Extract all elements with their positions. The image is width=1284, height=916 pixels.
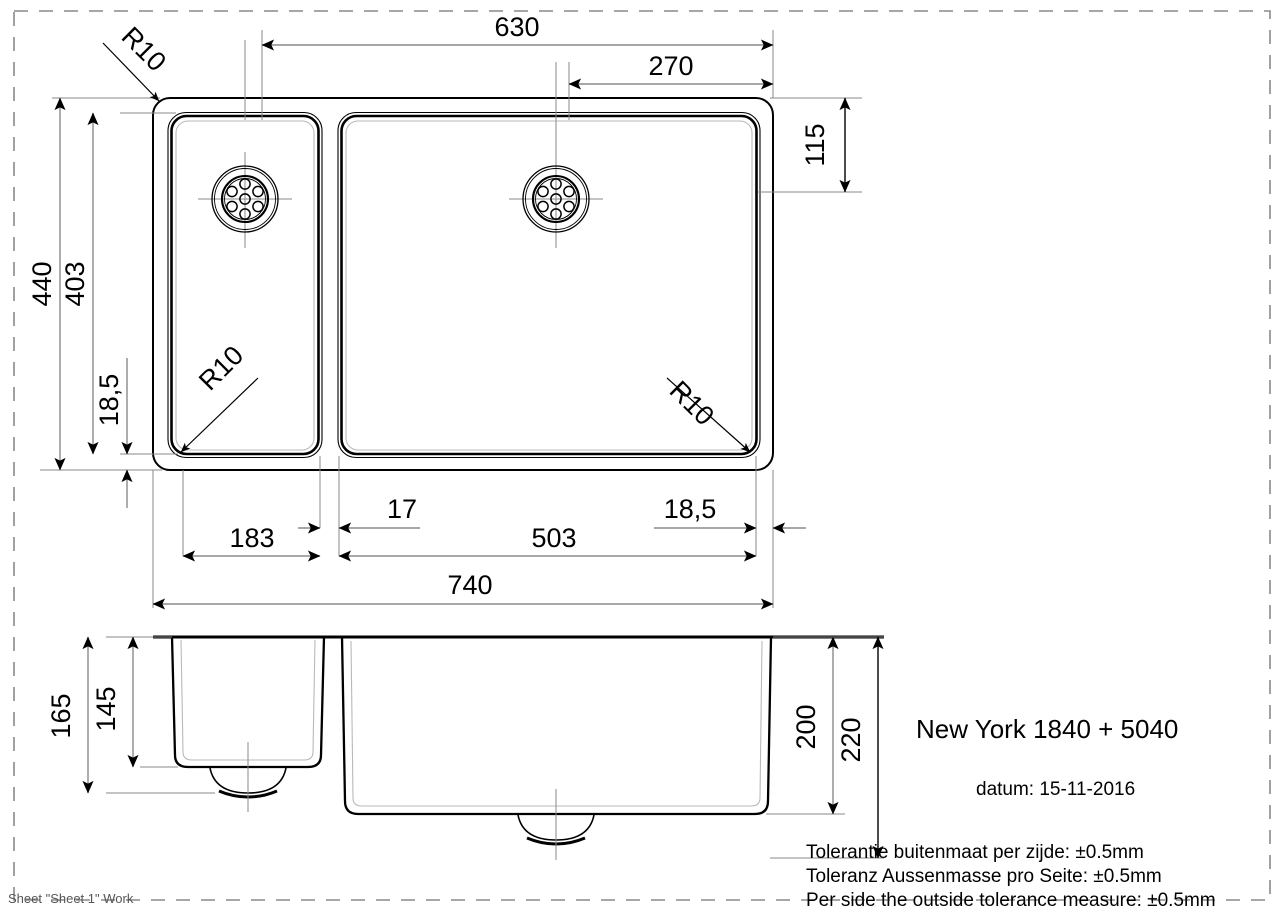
section-extension-lines [106, 636, 884, 859]
radius-left-bowl-label: R10 [193, 340, 249, 396]
dim-section-165: 165 [46, 636, 94, 794]
sheet-border [13, 10, 1271, 901]
dim-bottom-740: 740 [152, 570, 774, 610]
title-block: New York 1840 + 5040 datum: 15-11-2016 T… [806, 714, 1216, 911]
dim-bottom-183: 183 [182, 523, 321, 562]
dim-right-115: 115 [800, 97, 851, 193]
dim-section-220: 220 [836, 636, 884, 859]
dim-left-403-label: 403 [60, 261, 90, 306]
tolerance-line-en: Per side the outside tolerance measure: … [806, 890, 1216, 911]
section-small-bowl [170, 636, 326, 812]
dim-section-165-label: 165 [46, 693, 76, 738]
sink-outer-rim [152, 97, 774, 471]
plan-view: 630 270 115 440 403 18,5 [27, 12, 862, 610]
dim-left-440-label: 440 [27, 261, 57, 306]
dim-top-270-label: 270 [648, 51, 693, 81]
radius-right-bowl-label: R10 [664, 375, 720, 431]
dim-top-630: 630 [261, 12, 774, 51]
dim-right-115-label: 115 [800, 123, 830, 166]
dim-left-403: 403 [60, 112, 99, 455]
dim-section-220-label: 220 [836, 717, 866, 762]
dim-section-200: 200 [791, 636, 839, 815]
sheet-footer: Sheet "Sheet 1" Work [8, 891, 134, 906]
right-bowl [337, 111, 761, 459]
dim-top-630-label: 630 [494, 12, 539, 42]
section-view: 165 145 200 220 [46, 635, 884, 860]
dim-bottom-740-label: 740 [447, 570, 492, 600]
dim-bottom-18-5: 18,5 [654, 494, 806, 534]
dim-section-145-label: 145 [91, 686, 121, 731]
dim-section-200-label: 200 [791, 704, 821, 749]
dim-bottom-503-label: 503 [531, 523, 576, 553]
radius-callout-left-bowl: R10 [180, 340, 259, 453]
product-title: New York 1840 + 5040 [916, 714, 1178, 744]
dim-bottom-183-label: 183 [229, 523, 274, 553]
dim-top-270: 270 [568, 51, 774, 90]
radius-outer-label: R10 [116, 21, 172, 77]
sheet-label: Sheet "Sheet 1" Work [8, 891, 134, 906]
dim-left-18-5: 18,5 [94, 358, 133, 508]
section-large-bowl [340, 636, 773, 860]
drawing-date: datum: 15-11-2016 [976, 779, 1135, 800]
radius-callout-outer: R10 [102, 21, 172, 102]
dim-left-440: 440 [27, 97, 66, 471]
dim-section-145: 145 [91, 636, 139, 768]
dim-bottom-503: 503 [338, 523, 757, 562]
tolerance-line-de: Toleranz Aussenmasse pro Seite: ±0.5mm [806, 866, 1162, 887]
left-bowl [167, 111, 323, 459]
dim-bottom-17: 17 [298, 494, 420, 534]
dim-left-18-5-label: 18,5 [94, 374, 124, 427]
right-bowl-drain [509, 152, 603, 248]
dim-bottom-17-label: 17 [387, 494, 417, 524]
tolerance-line-nl: Tolerantie buitenmaat per zijde: ±0.5mm [806, 842, 1144, 863]
radius-callout-right-bowl: R10 [664, 375, 751, 453]
dim-bottom-18-5-label: 18,5 [664, 494, 717, 524]
plan-extension-lines [40, 30, 862, 608]
left-bowl-drain [198, 152, 292, 248]
